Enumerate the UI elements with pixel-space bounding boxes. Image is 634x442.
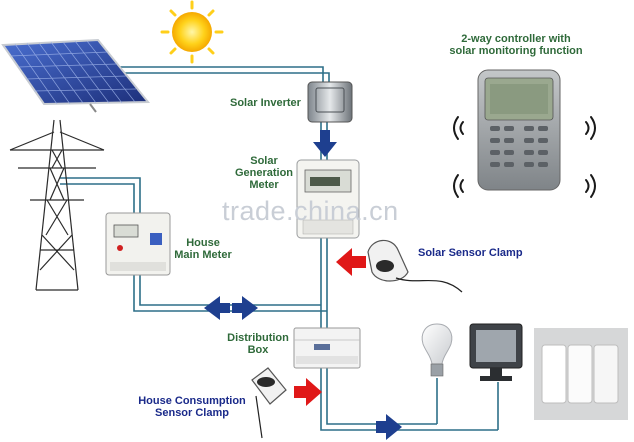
house-meter-label-line1: House (186, 237, 220, 249)
distribution-box-icon (293, 327, 361, 369)
house-main-meter-icon (105, 212, 171, 276)
distribution-label-line2: Box (247, 344, 269, 356)
solar-clamp-arrow (336, 248, 366, 276)
solar-gen-label-line1: Solar (250, 155, 278, 167)
solar-generation-meter-icon (296, 159, 360, 239)
light-bulb-icon (421, 323, 453, 377)
solar-gen-label-line3: Meter (249, 179, 279, 191)
solar-gen-label-line2: Generation (234, 167, 294, 179)
bidirectional-arrow (204, 296, 258, 320)
flow-arrow-down (313, 130, 337, 157)
consumption-clamp-arrow (294, 378, 322, 406)
controller-label: 2-way controller with solar monitoring f… (432, 33, 600, 57)
power-pylon-icon (9, 119, 105, 291)
solar-inverter-label: Solar Inverter (230, 97, 301, 109)
consumption-label-line1: House Consumption (138, 395, 246, 407)
controller-label-line1: 2-way controller with (461, 33, 571, 45)
flow-arrow-right (376, 414, 402, 440)
consumption-sensor-clamp-icon (251, 367, 287, 439)
house-consumption-clamp-label: House Consumption Sensor Clamp (132, 395, 252, 419)
solar-inverter-icon (307, 81, 353, 123)
solar-panel-icon (1, 38, 151, 113)
plug-adapter-units-icon (534, 328, 628, 420)
tv-monitor-icon (469, 323, 523, 381)
solar-sensor-clamp-label: Solar Sensor Clamp (418, 247, 523, 259)
solar-generation-meter-label: Solar Generation Meter (228, 155, 300, 191)
wireless-signal-icon (453, 116, 596, 198)
house-meter-label-line2: Main Meter (174, 249, 232, 261)
sun-icon (160, 0, 224, 64)
controller-label-line2: solar monitoring function (449, 45, 583, 57)
watermark-text: trade.china.cn (222, 196, 399, 226)
solar-sensor-clamp-icon (367, 239, 463, 293)
distribution-label-line1: Distribution (227, 332, 289, 344)
controller-device-icon (477, 69, 561, 191)
distribution-box-label: Distribution Box (224, 332, 292, 356)
house-main-meter-label: House Main Meter (170, 237, 236, 261)
consumption-label-line2: Sensor Clamp (155, 407, 229, 419)
